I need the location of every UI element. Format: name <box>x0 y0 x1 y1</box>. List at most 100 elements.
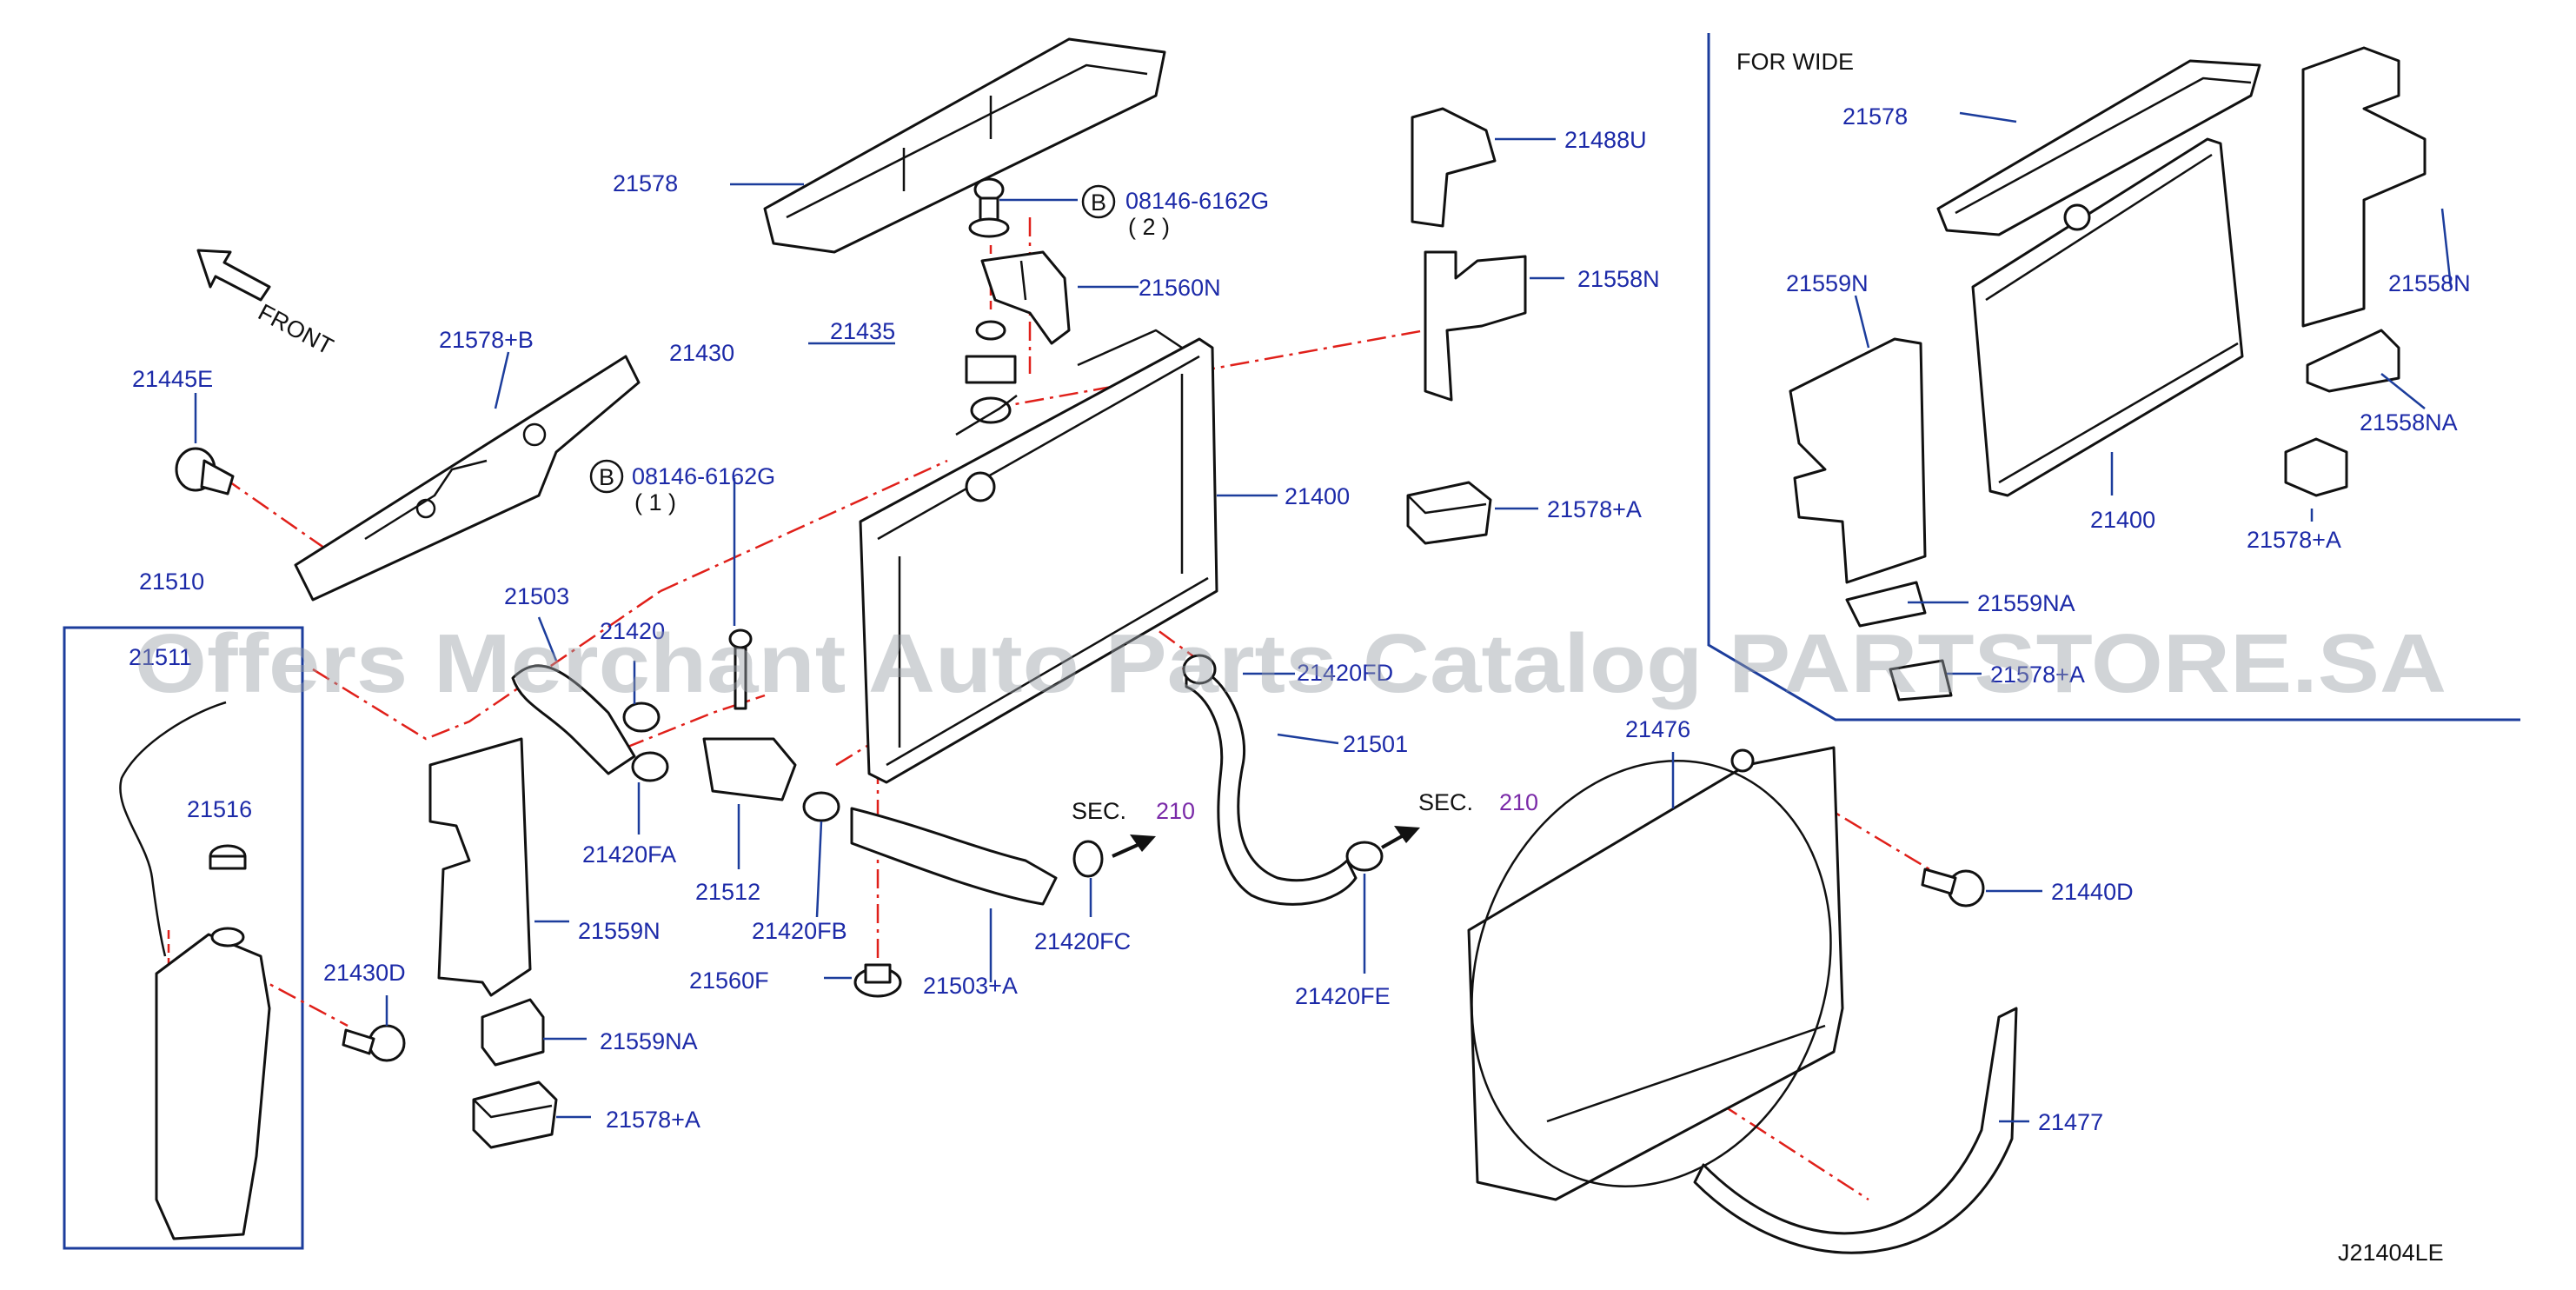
wide-label-21578a-2[interactable]: 21578+A <box>1990 662 2085 688</box>
leader-lines <box>194 111 2453 1123</box>
wide-label-21578a[interactable]: 21578+A <box>2247 527 2341 553</box>
label-21578a[interactable]: 21578+A <box>1547 496 1642 522</box>
wide-upper-seal-21578[interactable] <box>1936 59 2261 236</box>
bolt-callout-b-lower-text: B <box>599 464 614 490</box>
label-21420fc[interactable]: 21420FC <box>1034 928 1131 954</box>
clamp-21420fc[interactable] <box>1072 840 1104 878</box>
clip-21445e[interactable] <box>175 447 235 495</box>
side-seal-21559n[interactable] <box>428 737 532 997</box>
air-guide-21558n[interactable] <box>1424 250 1527 402</box>
drain-cock-21560f[interactable] <box>853 963 902 998</box>
wide-label-21559na[interactable]: 21559NA <box>1977 590 2075 616</box>
wide-block-21578a[interactable] <box>2284 437 2348 497</box>
wide-radiator-21400[interactable] <box>1971 137 2244 497</box>
wide-header: FOR WIDE <box>1736 49 1854 75</box>
label-21400[interactable]: 21400 <box>1285 483 1350 509</box>
bolt-21440d[interactable] <box>1921 868 1985 908</box>
bolt-08146-upper[interactable] <box>968 177 1010 238</box>
bracket-21560n[interactable] <box>980 250 1071 345</box>
air-guide-21488u[interactable] <box>1411 107 1497 228</box>
bolt-callout-b-lower: B <box>589 459 624 494</box>
label-21445e[interactable]: 21445E <box>132 366 213 392</box>
label-21430d[interactable]: 21430D <box>323 960 406 986</box>
reservoir-group-box <box>63 626 304 1250</box>
label-21559na[interactable]: 21559NA <box>600 1028 698 1054</box>
hose-21501[interactable] <box>1185 667 1358 906</box>
label-21516[interactable]: 21516 <box>187 796 252 822</box>
label-21503[interactable]: 21503 <box>504 583 569 609</box>
water-outlet-21512[interactable] <box>702 628 797 801</box>
label-21420fa[interactable]: 21420FA <box>582 841 676 868</box>
wide-block-21559na[interactable] <box>1845 581 1927 628</box>
reservoir-tank-21510[interactable] <box>155 927 271 1240</box>
label-21510[interactable]: 21510 <box>139 569 204 595</box>
part-labels: 21578 21578+B 21445E 21430 21435 08146-6… <box>129 49 2471 1266</box>
wide-block-21558na[interactable] <box>2306 329 2400 393</box>
clamp-21420fb[interactable] <box>802 791 840 822</box>
block-21578a-lower[interactable] <box>472 1081 558 1149</box>
bolt-callout-b-upper-text: B <box>1091 190 1106 216</box>
label-21420fd[interactable]: 21420FD <box>1297 660 1393 686</box>
seal-ring-21435[interactable] <box>975 320 1006 341</box>
wide-side-seal-21559n[interactable] <box>1789 337 1927 584</box>
sec-prefix-left: SEC. <box>1072 798 1126 824</box>
block-21578a[interactable] <box>1406 481 1492 545</box>
wide-label-21559n[interactable]: 21559N <box>1786 270 1869 296</box>
front-arrow-icon <box>196 249 271 302</box>
label-21512[interactable]: 21512 <box>695 879 760 905</box>
clamp-21420fd[interactable] <box>1182 654 1217 685</box>
label-21559n[interactable]: 21559N <box>578 918 661 944</box>
wide-label-21558n[interactable]: 21558N <box>2388 270 2471 296</box>
label-21435[interactable]: 21435 <box>830 318 895 344</box>
sec-number-left[interactable]: 210 <box>1156 798 1195 824</box>
wide-air-guide-21558n[interactable] <box>2301 46 2427 328</box>
label-21578[interactable]: 21578 <box>613 170 678 196</box>
front-label: FRONT <box>254 299 337 360</box>
bracket-21578b[interactable] <box>294 355 641 602</box>
label-21503a[interactable]: 21503+A <box>923 973 1018 999</box>
reservoir-hose-21511[interactable] <box>119 701 227 957</box>
label-21511[interactable]: 21511 <box>129 644 192 670</box>
reservoir-cap-21516[interactable] <box>209 844 247 870</box>
upper-seal-21578[interactable] <box>763 37 1166 254</box>
label-21477[interactable]: 21477 <box>2038 1109 2103 1135</box>
label-21501[interactable]: 21501 <box>1343 731 1408 757</box>
sec-prefix-right: SEC. <box>1418 789 1473 815</box>
label-21476[interactable]: 21476 <box>1625 716 1690 742</box>
radiator-21400[interactable] <box>859 329 1218 784</box>
label-21488u[interactable]: 21488U <box>1564 127 1647 153</box>
sec-number-right[interactable]: 210 <box>1499 789 1538 815</box>
label-21578b[interactable]: 21578+B <box>439 327 534 353</box>
for-wide-inset-frame <box>1707 33 2520 721</box>
wide-label-21578[interactable]: 21578 <box>1842 103 1908 130</box>
label-21578a-2[interactable]: 21578+A <box>606 1107 700 1133</box>
sec-arrow-left <box>1112 835 1156 858</box>
clamp-21420fe[interactable] <box>1345 841 1384 872</box>
bolt-21430d[interactable] <box>342 1024 406 1062</box>
lower-shroud-21477[interactable] <box>1693 1007 2018 1254</box>
label-bolt2-qty: ( 2 ) <box>1128 214 1170 240</box>
label-21558n[interactable]: 21558N <box>1577 266 1660 292</box>
label-bolt1-part[interactable]: 08146-6162G <box>632 463 775 489</box>
wide-label-21400[interactable]: 21400 <box>2090 507 2155 533</box>
clamp-21420fa[interactable] <box>631 751 669 782</box>
clamp-21420[interactable] <box>622 702 661 733</box>
upper-hose-21503[interactable] <box>511 664 636 775</box>
watermark: Offers Merchant Auto Parts Catalog PARTS… <box>135 617 2447 710</box>
label-21560f[interactable]: 21560F <box>689 968 769 994</box>
label-21420[interactable]: 21420 <box>600 618 665 644</box>
wide-block-21578a-lower[interactable] <box>1889 659 1953 702</box>
label-bolt2-part[interactable]: 08146-6162G <box>1125 188 1269 214</box>
label-21420fb[interactable]: 21420FB <box>752 918 847 944</box>
block-21559na[interactable] <box>481 998 545 1067</box>
label-21430[interactable]: 21430 <box>669 340 734 366</box>
lower-hose-21503a[interactable] <box>850 807 1058 906</box>
wide-label-21558na[interactable]: 21558NA <box>2360 409 2458 436</box>
fan-shroud-21476[interactable] <box>1414 710 1889 1238</box>
label-21420fe[interactable]: 21420FE <box>1295 983 1391 1009</box>
label-21440d[interactable]: 21440D <box>2051 879 2134 905</box>
radiator-cap-21430[interactable] <box>965 355 1017 424</box>
label-21560n[interactable]: 21560N <box>1139 275 1221 301</box>
bolt-callout-b-upper: B <box>1081 184 1116 219</box>
